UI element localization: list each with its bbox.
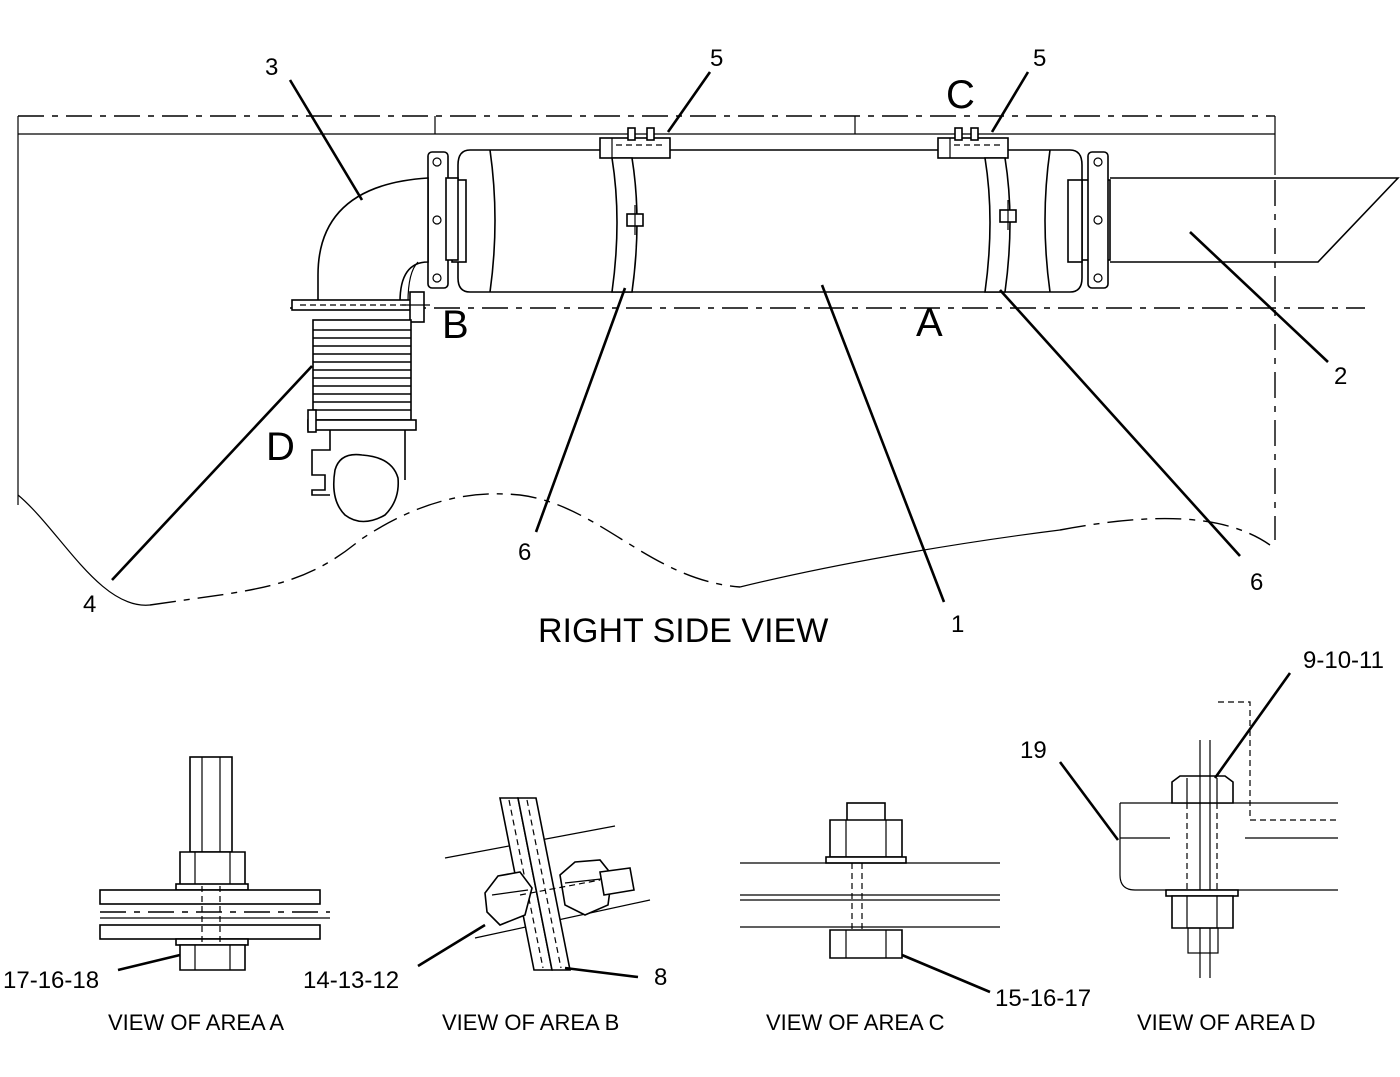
area-label-b: B (442, 303, 469, 347)
turbo-outlet (311, 430, 406, 523)
strap-right (984, 157, 1017, 293)
detail-area-b: 14-13-12 8 VIEW OF AREA B (303, 797, 667, 1035)
callout-6-left: 6 (518, 539, 531, 566)
detail-d-callout-top: 9-10-11 (1303, 647, 1384, 674)
callout-6-right: 6 (1250, 569, 1263, 596)
detail-b-callout-left: 14-13-12 (303, 967, 399, 994)
callout-4: 4 (83, 591, 96, 618)
area-label-c: C (946, 73, 975, 117)
detail-d-callout-left: 19 (1020, 737, 1047, 764)
detail-area-c: 15-16-17 VIEW OF AREA C (740, 802, 1091, 1035)
right-side-view: 3 5 5 2 4 6 1 6 C B A D RIGHT SIDE VIEW (17, 45, 1400, 650)
tailpipe (1079, 151, 1400, 289)
callout-5-right: 5 (1033, 45, 1046, 72)
elbow (291, 177, 430, 323)
strap-left (611, 157, 644, 293)
detail-b-callout-right: 8 (654, 964, 667, 991)
detail-b-caption: VIEW OF AREA B (442, 1010, 619, 1035)
callout-3: 3 (265, 54, 278, 81)
callouts: 3 5 5 2 4 6 1 6 (83, 45, 1347, 638)
area-labels: C B A D (266, 73, 975, 469)
detail-area-a: 17-16-18 VIEW OF AREA A (3, 756, 330, 1035)
detail-area-d: 9-10-11 19 VIEW OF AREA D (1020, 647, 1384, 1035)
bracket-right (937, 127, 1009, 159)
callout-2: 2 (1334, 363, 1347, 390)
detail-c-caption: VIEW OF AREA C (766, 1010, 945, 1035)
detail-a-caption: VIEW OF AREA A (108, 1010, 284, 1035)
chassis-outline (17, 115, 1365, 606)
leader-lines (111, 71, 1329, 603)
muffler (451, 149, 1083, 293)
view-title: RIGHT SIDE VIEW (538, 612, 828, 650)
detail-c-callout: 15-16-17 (995, 985, 1091, 1012)
inlet-flange (427, 151, 459, 289)
area-label-d: D (266, 425, 295, 469)
detail-a-callout: 17-16-18 (3, 967, 99, 994)
flex-bellows (307, 319, 417, 433)
detail-d-caption: VIEW OF AREA D (1137, 1010, 1315, 1035)
bracket-left (599, 127, 671, 159)
callout-1: 1 (951, 611, 964, 638)
callout-5-left: 5 (710, 45, 723, 72)
area-label-a: A (916, 301, 943, 345)
